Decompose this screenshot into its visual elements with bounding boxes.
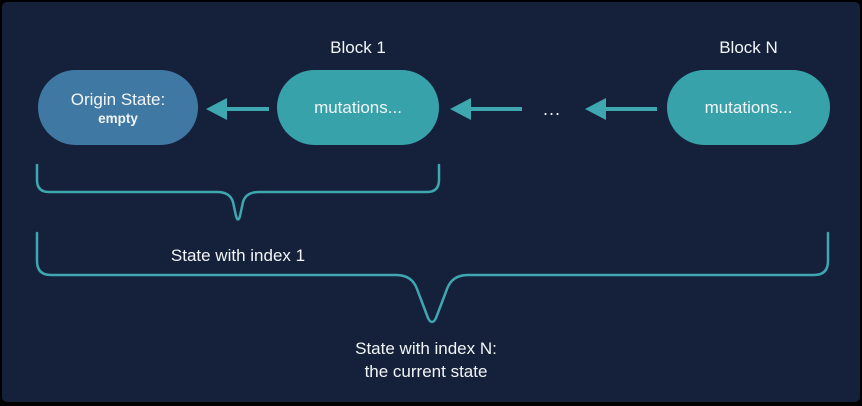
block-1-label: Block 1 bbox=[330, 38, 386, 57]
chain-ellipsis: ... bbox=[542, 99, 561, 119]
block-1-mutations-pill: mutations... bbox=[277, 70, 439, 145]
arrow-left-icon bbox=[450, 98, 522, 120]
state-index-n-line2: the current state bbox=[364, 362, 488, 381]
origin-state-title: Origin State: bbox=[70, 89, 166, 109]
block-1-mutations-text: mutations... bbox=[314, 97, 402, 117]
state-index-1-label: State with index 1 bbox=[170, 246, 306, 265]
state-index-n-line1: State with index N: bbox=[355, 339, 497, 358]
block-n-label: Block N bbox=[719, 38, 778, 57]
state-index-n-label: State with index N: the current state bbox=[226, 337, 626, 383]
brace-state-index-1 bbox=[35, 163, 441, 221]
origin-state-pill: Origin State: empty bbox=[38, 70, 198, 145]
block-n-mutations-pill: mutations... bbox=[667, 70, 830, 145]
block-n-mutations-text: mutations... bbox=[704, 97, 793, 117]
arrow-left-icon bbox=[585, 98, 657, 120]
arrow-left-icon bbox=[206, 98, 269, 120]
origin-state-subtitle: empty bbox=[98, 110, 138, 126]
